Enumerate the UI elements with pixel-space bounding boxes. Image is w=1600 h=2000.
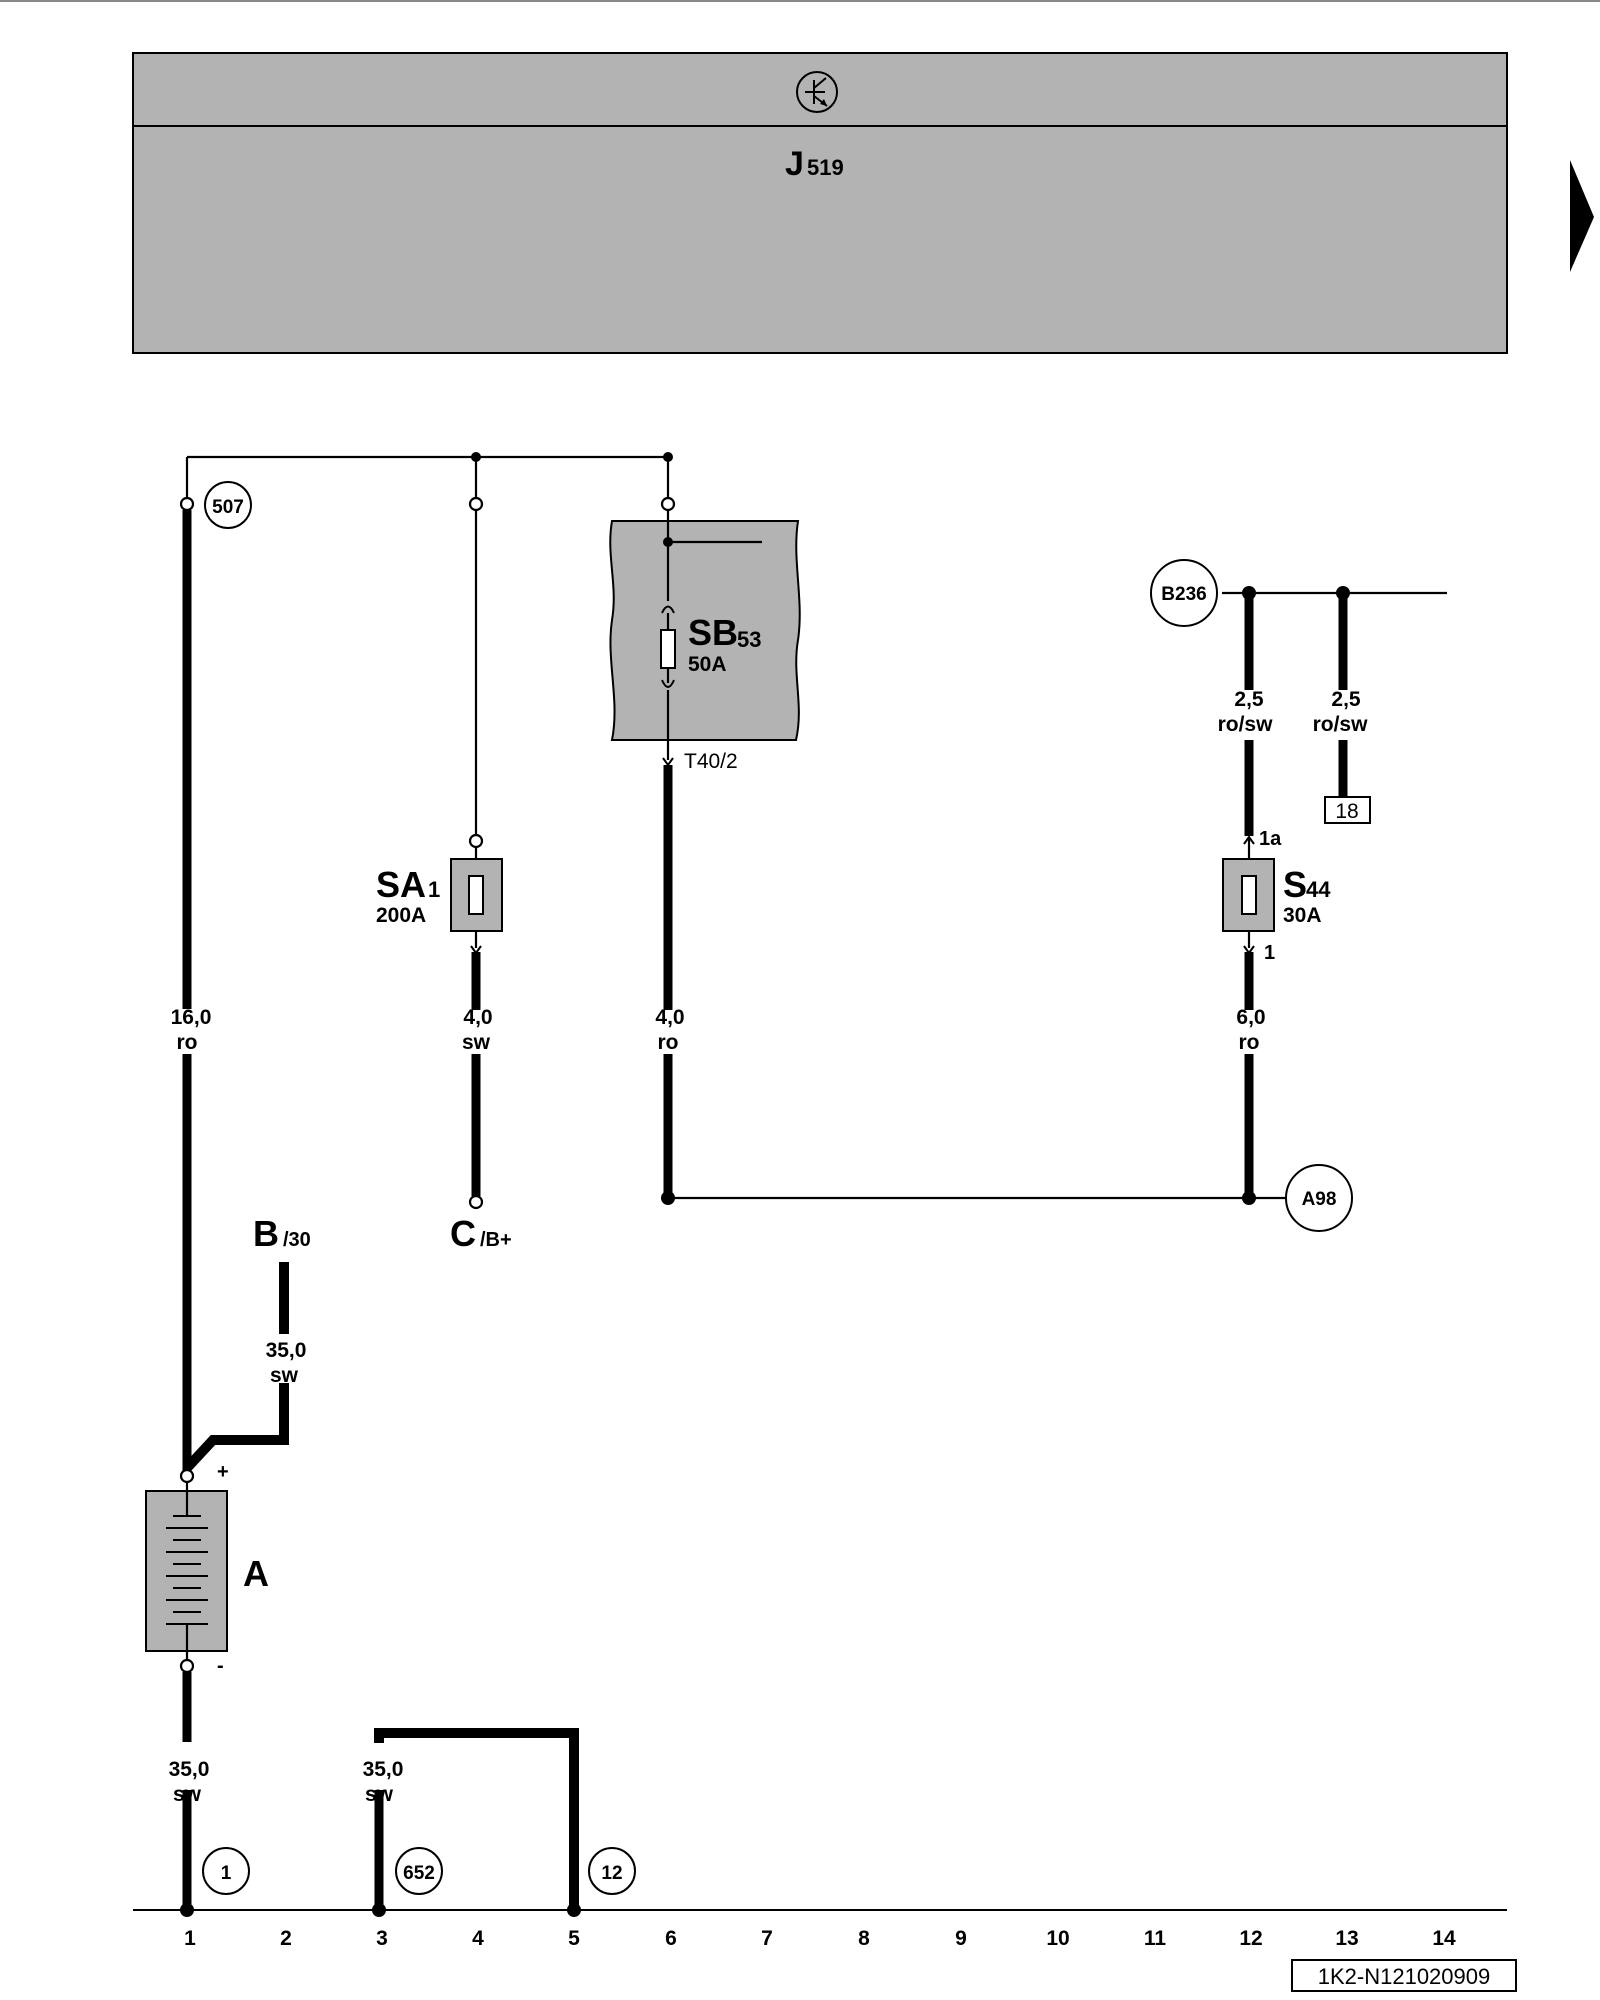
- ruler-number: 14: [1432, 1927, 1456, 1950]
- wire-size-w9: 35,0: [363, 1758, 404, 1781]
- badge-507: [204, 481, 252, 529]
- ruler-number: 13: [1335, 1927, 1358, 1950]
- wire-4-ro: [661, 765, 1249, 1205]
- wire-color-w7: sw: [270, 1364, 299, 1387]
- s44-branch: [1222, 586, 1447, 1205]
- battery-plus: +: [217, 1461, 229, 1483]
- s44-label: S: [1283, 864, 1307, 905]
- wire-color-w2: sw: [462, 1031, 491, 1054]
- top-bus: [185, 452, 673, 504]
- wire-size-w6: 2,5: [1331, 688, 1361, 711]
- ruler-number: 12: [1239, 1927, 1262, 1950]
- badge-ground-652: [395, 1847, 443, 1895]
- badge-ground-12-label: 12: [601, 1863, 622, 1884]
- wire-color-w5: ro/sw: [1218, 713, 1274, 736]
- fuse-carrier-sb53: [609, 496, 801, 767]
- c-label: C: [450, 1213, 476, 1254]
- badge-507-label: 507: [212, 497, 244, 518]
- ruler-number: 10: [1046, 1927, 1069, 1950]
- badge-ground-1-label: 1: [221, 1863, 232, 1884]
- page-arrow-icon[interactable]: [1570, 160, 1594, 272]
- wire-size-w8: 35,0: [169, 1758, 210, 1781]
- wire-color-w4: ro: [1239, 1031, 1260, 1054]
- page-code: 1K2-N121020909: [1318, 1964, 1490, 1989]
- ruler-number: 1: [184, 1927, 196, 1950]
- s44-number: 44: [1306, 877, 1331, 902]
- sb53-number: 53: [737, 627, 761, 652]
- badge-ground-1: [202, 1847, 250, 1895]
- ruler-number: 9: [955, 1927, 967, 1950]
- sa1-branch: [450, 496, 503, 1210]
- b30-label: B: [253, 1213, 279, 1254]
- ground-node-3: [372, 1903, 386, 1917]
- ruler-number: 6: [665, 1927, 677, 1950]
- s44-pin-top: 1a: [1259, 828, 1282, 850]
- terminal-box-18-label: 18: [1335, 800, 1358, 823]
- sa1-number: 1: [428, 877, 440, 902]
- wire-16-ro: [179, 496, 195, 1472]
- badge-b236: [1150, 559, 1218, 627]
- sb53-rating: 50A: [688, 653, 727, 676]
- badge-a98: [1285, 1164, 1353, 1232]
- sb53-label: SB: [688, 612, 738, 653]
- s44-rating: 30A: [1283, 904, 1322, 927]
- c-sublabel: /B+: [480, 1229, 512, 1251]
- ruler-number: 3: [376, 1927, 388, 1950]
- wire-size-w4: 6,0: [1236, 1006, 1265, 1029]
- ruler-number: 7: [761, 1927, 773, 1950]
- ruler-number: 2: [280, 1927, 292, 1950]
- ruler-number: 11: [1144, 1927, 1167, 1950]
- sa1-rating: 200A: [376, 904, 426, 927]
- ground-strap: [374, 1728, 579, 1910]
- wire-color-w1: ro: [177, 1031, 198, 1054]
- badge-b236-label: B236: [1161, 584, 1206, 605]
- ruler-number: 4: [472, 1927, 484, 1950]
- control-unit-number: 519: [807, 155, 844, 180]
- control-unit-box: [132, 52, 1508, 354]
- battery-minus: -: [217, 1655, 224, 1677]
- ruler-number: 8: [858, 1927, 870, 1950]
- wire-size-w7: 35,0: [266, 1339, 307, 1362]
- wire-size-w3: 4,0: [655, 1006, 684, 1029]
- wire-size-w2: 4,0: [463, 1006, 492, 1029]
- sa1-label: SA: [376, 864, 426, 905]
- wire-color-w6: ro/sw: [1313, 713, 1369, 736]
- sb53-connector: T40/2: [684, 750, 738, 773]
- terminal-box-18: [1324, 796, 1371, 824]
- ground-node-5: [567, 1903, 581, 1917]
- badge-ground-652-label: 652: [403, 1863, 435, 1884]
- b30-sublabel: /30: [283, 1229, 311, 1251]
- battery-label: A: [243, 1553, 269, 1594]
- badge-ground-12: [588, 1847, 636, 1895]
- control-unit-j519: J 519: [132, 52, 1508, 354]
- wire-b30-lower: [183, 1383, 289, 1472]
- badge-a98-label: A98: [1302, 1189, 1337, 1210]
- wire-color-w3: ro: [658, 1031, 679, 1054]
- ruler-number: 5: [568, 1927, 580, 1950]
- wire-color-w8: sw: [173, 1783, 202, 1806]
- s44-pin-bottom: 1: [1264, 942, 1275, 964]
- wire-size-w1: 16,0: [171, 1006, 212, 1029]
- battery-a: [145, 1468, 228, 1674]
- ground-node-1: [180, 1903, 194, 1917]
- wire-color-w9: sw: [365, 1783, 394, 1806]
- control-unit-label: J: [785, 145, 804, 183]
- page-code-box: [1291, 1959, 1517, 1992]
- wire-size-w5: 2,5: [1234, 688, 1264, 711]
- transistor-symbol-icon: [796, 71, 838, 113]
